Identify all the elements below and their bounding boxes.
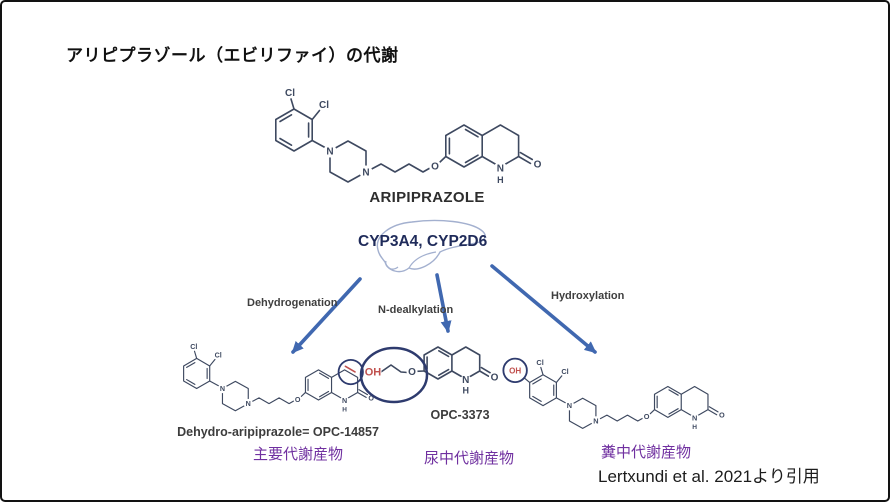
oh-group-label: OH [365,367,382,379]
o-atom-label: O [408,367,416,378]
hydroxyl-highlight: OH [502,357,531,384]
oh-group-label: OH [509,366,521,375]
highlight-circle [337,358,364,386]
highlight-ellipse [359,346,429,404]
enzymes-label: CYP3A4, CYP2D6 [358,233,488,250]
highlight-circle [502,357,528,384]
opc-3373-skeleton: O N H O OH [364,346,500,396]
opc-3373-structure: O N H O OH [359,346,500,404]
o-atom-label: O [491,373,499,384]
dehydro-product-label: Dehydro-aripiprazole= OPC-14857 [177,425,379,439]
fecal-category-label: 糞中代謝産物 [601,444,692,461]
h-atom-label: H [463,386,470,396]
dehydro-category-label: 主要代謝産物 [252,446,343,463]
aripiprazole-label: ARIPIPRAZOLE [369,189,485,206]
opc3373-product-label: OPC-3373 [430,408,490,422]
n-atom-label: N [462,375,469,386]
hydroxylation-arrow [490,264,597,354]
urinary-category-label: 尿中代謝産物 [423,450,514,467]
slide-title: アリピプラゾール（エビリファイ）の代謝 [66,46,399,65]
dehydrogenation-arrow [291,277,362,354]
n-dealkylation-label: N-dealkylation [378,304,454,316]
red-double-bond [344,365,356,373]
liver-icon [376,219,486,273]
hydroxy-aripiprazole-structure: OH [502,357,727,432]
hydroxylation-label: Hydroxylation [551,290,625,302]
dehydrogenation-label: Dehydrogenation [247,297,338,309]
dehydro-aripiprazole-structure [183,342,377,415]
dehydro-bond-highlight [337,358,364,386]
citation-text: Lertxundi et al. 2021より引用 [598,467,820,486]
n-dealkylation-arrow [435,273,452,333]
